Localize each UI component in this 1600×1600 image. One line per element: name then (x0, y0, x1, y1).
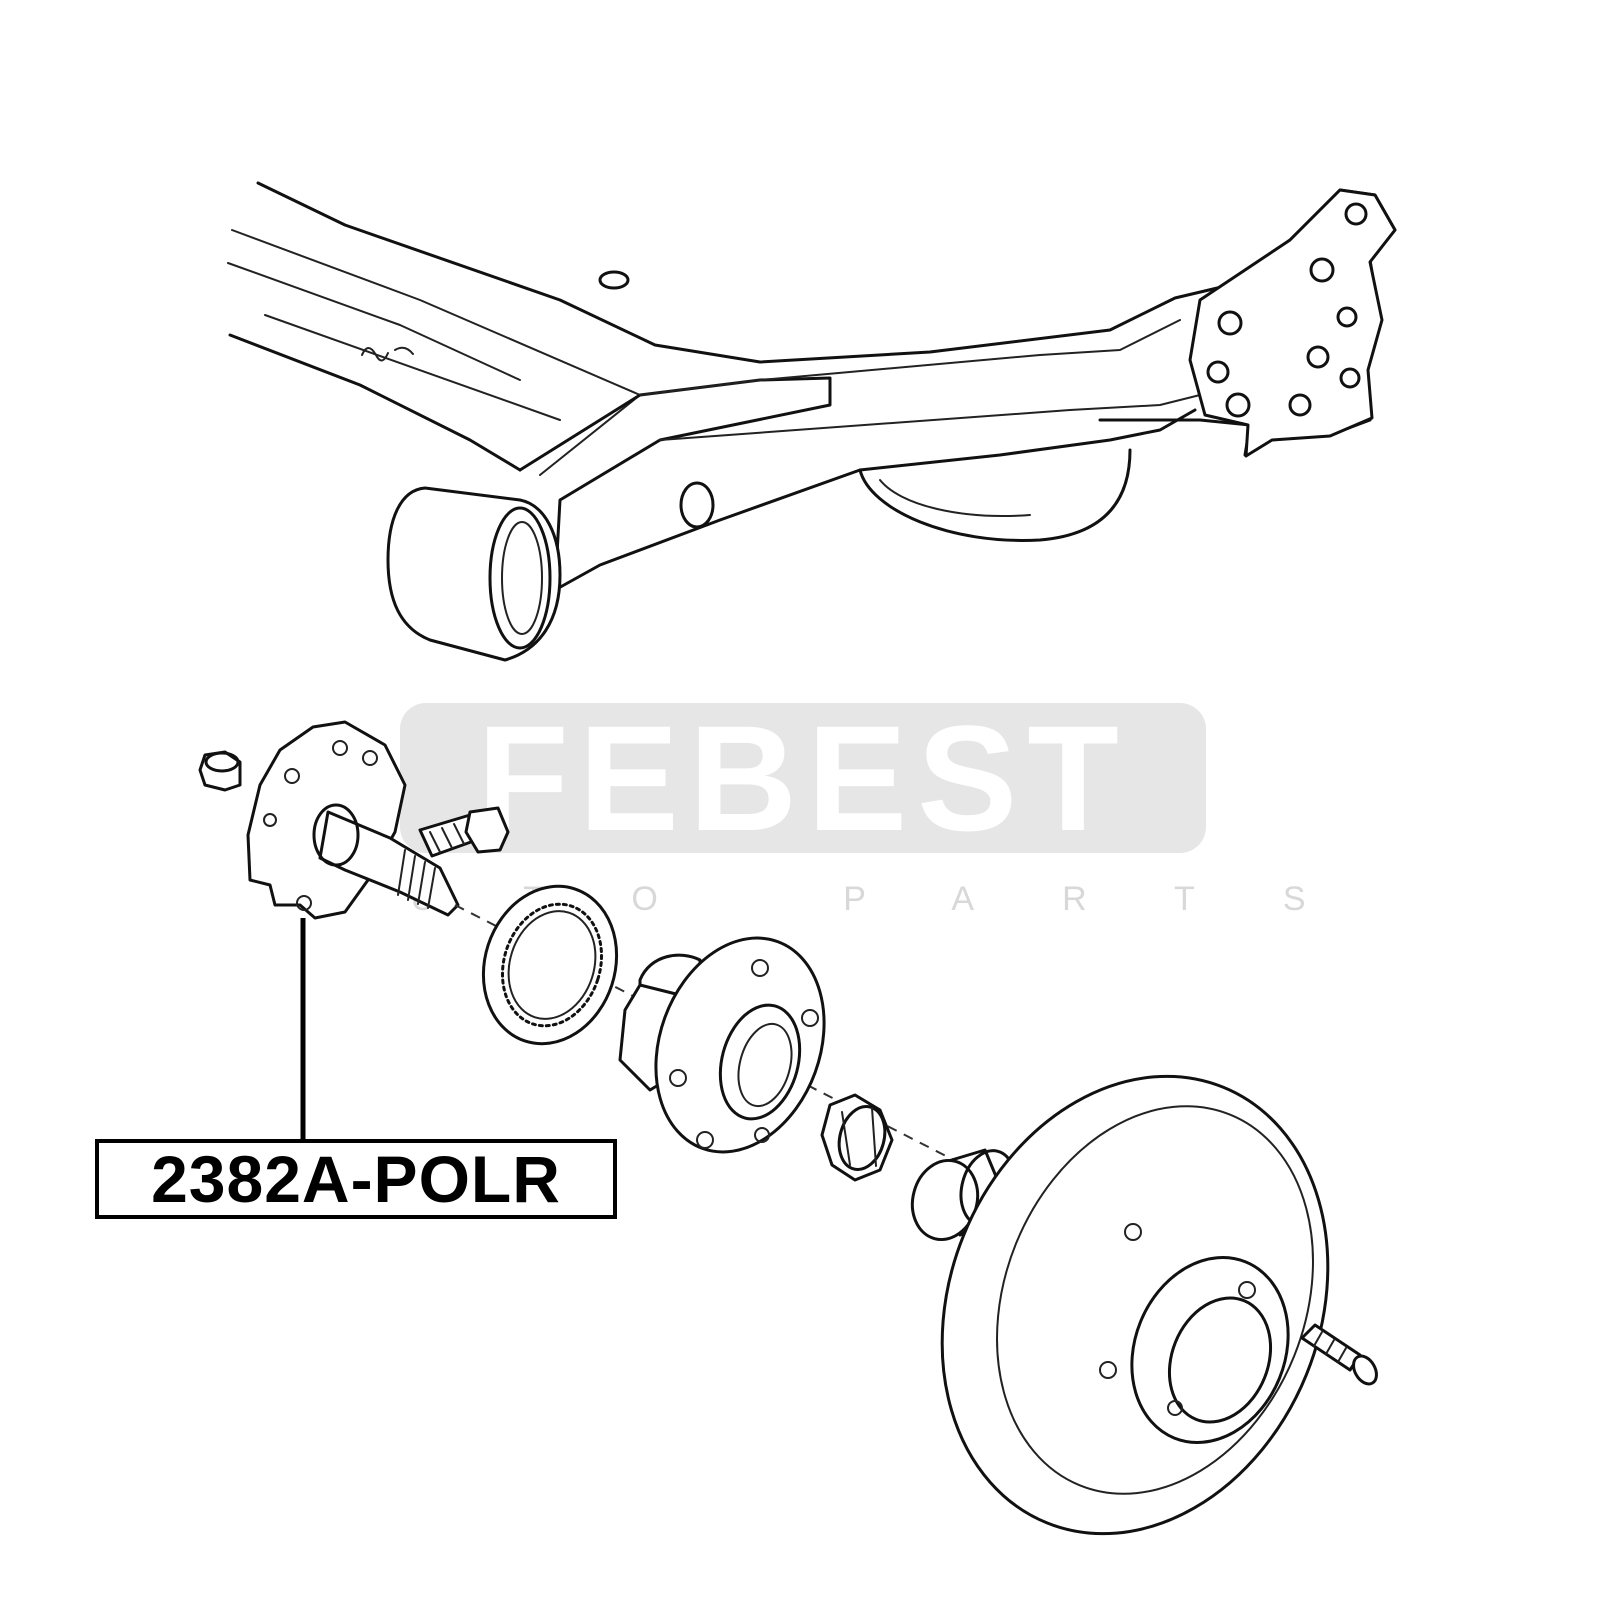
brake-disc (940, 1074, 1330, 1536)
disc-screw (1300, 1323, 1378, 1386)
wheel-hub (618, 936, 826, 1154)
dust-cap (198, 750, 242, 792)
rear-axle-beam (227, 181, 1397, 662)
stub-axle-flange (246, 720, 460, 920)
part-number-label: 2382A-POLR (95, 1139, 617, 1219)
watermark-subtitle: AUTO PARTS (300, 880, 1394, 918)
watermark-brand: FEBEST (477, 694, 1129, 862)
abs-tone-ring (481, 884, 619, 1046)
part-number-text: 2382A-POLR (151, 1142, 561, 1216)
hub-nut (820, 1093, 894, 1182)
flange-bolt (418, 806, 510, 858)
febest-watermark: FEBEST AUTO PARTS (300, 694, 1394, 918)
